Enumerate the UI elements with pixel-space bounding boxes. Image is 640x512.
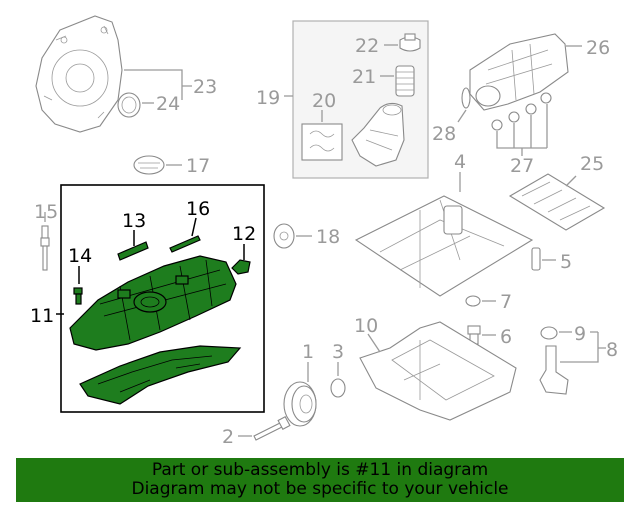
oil-filter-housing[interactable] xyxy=(351,102,405,167)
cover-strip-16[interactable] xyxy=(169,235,201,253)
callout-23: 23 xyxy=(193,76,217,98)
callout-18: 18 xyxy=(316,226,340,248)
notice-banner: Part or sub-assembly is #11 in diagram D… xyxy=(16,458,624,502)
filter-cap[interactable] xyxy=(399,33,421,52)
callout-12: 12 xyxy=(232,223,256,245)
callout-5: 5 xyxy=(560,251,572,273)
callout-15: 15 xyxy=(34,201,58,223)
callout-4: 4 xyxy=(454,151,466,173)
cover-bolt[interactable] xyxy=(73,287,83,305)
valve-cover-gasket[interactable] xyxy=(79,345,242,405)
drain-plug-washer[interactable] xyxy=(465,295,481,307)
gasket-set-box[interactable] xyxy=(301,123,343,161)
cover-cap-12[interactable] xyxy=(231,259,251,275)
oil-filter-element[interactable] xyxy=(395,65,415,97)
timing-cover[interactable] xyxy=(35,15,123,133)
callout-20: 20 xyxy=(312,90,336,112)
upper-oil-pan[interactable] xyxy=(354,195,534,297)
windage-tray[interactable] xyxy=(508,173,606,231)
oil-pickup-tube[interactable] xyxy=(539,345,569,395)
parts-diagram: 23 24 17 19 22 21 20 26 28 xyxy=(30,15,618,448)
callout-28: 28 xyxy=(432,123,456,145)
callout-25: 25 xyxy=(580,153,604,175)
lower-oil-pan[interactable] xyxy=(359,321,517,421)
callout-1: 1 xyxy=(302,341,314,363)
oil-filler-cap[interactable] xyxy=(133,155,165,175)
crankshaft-seal[interactable] xyxy=(117,92,141,118)
callout-2: 2 xyxy=(222,426,234,448)
callout-7: 7 xyxy=(500,291,512,313)
callout-16: 16 xyxy=(186,198,210,220)
oil-level-sensor[interactable] xyxy=(531,247,541,271)
callout-11: 11 xyxy=(30,305,54,327)
callout-26: 26 xyxy=(586,37,610,59)
throttle-gasket[interactable] xyxy=(461,87,471,109)
callout-3: 3 xyxy=(332,341,344,363)
cover-seal-13[interactable] xyxy=(117,241,149,261)
callout-6: 6 xyxy=(500,326,512,348)
callout-14: 14 xyxy=(68,245,92,267)
callout-21: 21 xyxy=(352,66,376,88)
camshaft-sensor[interactable] xyxy=(273,223,295,249)
valve-cover[interactable] xyxy=(69,255,237,351)
balancer-spacer[interactable] xyxy=(330,378,346,398)
intake-seals[interactable] xyxy=(491,92,552,131)
callout-22: 22 xyxy=(355,35,379,57)
banner-line-1: Part or sub-assembly is #11 in diagram xyxy=(151,460,489,480)
callout-17: 17 xyxy=(186,155,210,177)
callout-27: 27 xyxy=(510,155,534,177)
pickup-o-ring[interactable] xyxy=(540,326,558,340)
callout-10: 10 xyxy=(354,315,378,337)
callout-8: 8 xyxy=(606,339,618,361)
callout-19: 19 xyxy=(256,87,280,109)
intake-manifold[interactable] xyxy=(469,33,569,111)
callout-13: 13 xyxy=(122,210,146,232)
callout-9: 9 xyxy=(574,323,586,345)
banner-line-2: Diagram may not be specific to your vehi… xyxy=(131,479,509,499)
balancer-bolt[interactable] xyxy=(253,415,291,441)
harmonic-balancer[interactable] xyxy=(283,381,317,427)
callout-24: 24 xyxy=(156,93,180,115)
stud-bolt[interactable] xyxy=(40,225,50,271)
